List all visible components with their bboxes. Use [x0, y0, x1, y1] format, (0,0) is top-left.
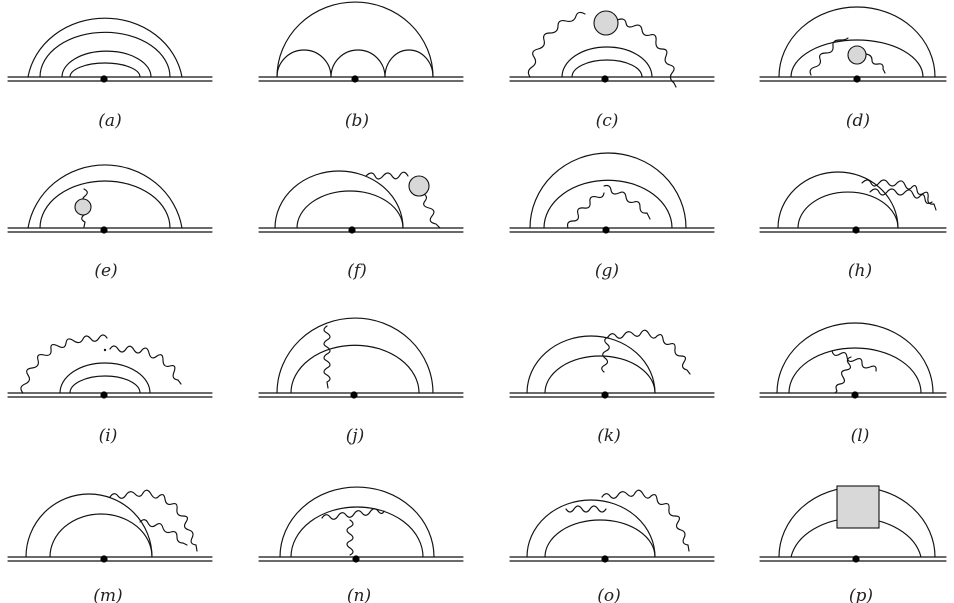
panel-label-k: (k)	[597, 426, 621, 446]
panel-f: (f)	[258, 170, 464, 281]
panel-o: (o)	[509, 489, 715, 603]
panel-label-i: (i)	[99, 426, 118, 446]
panel-c: (c)	[509, 10, 715, 131]
panel-label-p: (p)	[849, 586, 873, 603]
shaded-box-vertex	[836, 485, 880, 529]
panel-label-a: (a)	[98, 111, 121, 131]
panel-label-d: (d)	[846, 111, 870, 131]
panel-label-c: (c)	[596, 111, 619, 131]
panel-label-e: (e)	[94, 261, 117, 281]
panel-a: (a)	[7, 17, 213, 131]
panel-h: (h)	[759, 171, 947, 281]
panel-l: (l)	[759, 322, 947, 446]
panel-m: (m)	[7, 489, 213, 603]
panel-label-f: (f)	[347, 261, 367, 281]
panel-label-g: (g)	[595, 261, 619, 281]
panel-p: (p)	[759, 485, 947, 603]
panel-label-j: (j)	[346, 426, 365, 446]
panel-j: (j)	[258, 317, 464, 446]
panel-k: (k)	[509, 329, 715, 446]
panel-label-h: (h)	[848, 261, 872, 281]
panel-g: (g)	[509, 152, 715, 281]
panel-label-o: (o)	[597, 586, 621, 603]
panel-d: (d)	[759, 6, 947, 131]
panel-b: (b)	[258, 1, 464, 131]
panel-label-l: (l)	[851, 426, 870, 446]
panel-label-b: (b)	[345, 111, 369, 131]
panel-e: (e)	[7, 164, 213, 281]
panel-label-m: (m)	[93, 586, 122, 603]
panel-label-n: (n)	[347, 586, 371, 603]
panel-n: (n)	[258, 486, 464, 603]
panel-i: (i)	[7, 334, 213, 446]
